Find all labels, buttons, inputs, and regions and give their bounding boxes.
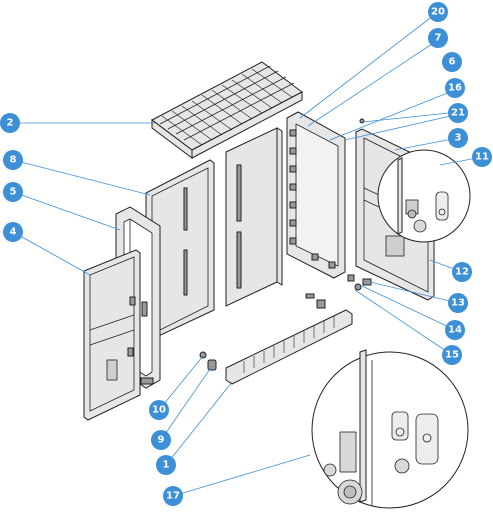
callout-badge <box>428 28 448 48</box>
callout-number: 14 <box>448 325 462 336</box>
callout-2: 2 <box>0 113 20 133</box>
callout-badge <box>149 400 169 420</box>
side-panel <box>145 159 215 341</box>
callout-number: 11 <box>475 152 489 163</box>
roof-panel <box>151 61 303 159</box>
callout-badge <box>442 345 462 365</box>
callout-21: 21 <box>448 103 468 123</box>
callout-13: 13 <box>448 293 468 313</box>
callout-number: 15 <box>445 350 459 361</box>
callout-badge <box>448 103 468 123</box>
callout-12: 12 <box>452 262 472 282</box>
callout-badge <box>3 150 23 170</box>
callout-number: 1 <box>163 460 170 471</box>
callout-4: 4 <box>3 222 23 242</box>
callout-badge <box>445 78 465 98</box>
callout-number: 8 <box>10 155 17 166</box>
callout-9: 9 <box>151 430 171 450</box>
callout-badge <box>3 182 23 202</box>
callout-17: 17 <box>163 486 183 506</box>
callout-number: 13 <box>451 298 465 309</box>
callout-6: 6 <box>442 52 462 72</box>
callout-number: 6 <box>449 57 456 68</box>
callout-number: 17 <box>166 491 180 502</box>
callout-1: 1 <box>156 455 176 475</box>
cabinet-body <box>286 111 346 279</box>
lock-detail-large <box>311 349 469 509</box>
callout-3: 3 <box>448 128 468 148</box>
callout-badge <box>448 128 468 148</box>
callout-badge <box>151 430 171 450</box>
callout-number: 16 <box>448 83 462 94</box>
callout-16: 16 <box>445 78 465 98</box>
callout-number: 2 <box>7 118 14 129</box>
callout-number: 12 <box>455 267 469 278</box>
callout-badge <box>445 320 465 340</box>
callout-number: 7 <box>435 33 442 44</box>
callout-number: 10 <box>152 405 166 416</box>
callout-badge <box>0 113 20 133</box>
callout-number: 3 <box>455 133 462 144</box>
callout-15: 15 <box>442 345 462 365</box>
bottom-rail <box>225 309 353 385</box>
callout-8: 8 <box>3 150 23 170</box>
callout-7: 7 <box>428 28 448 48</box>
callout-badge <box>442 52 462 72</box>
left-door <box>83 249 141 421</box>
callout-badge <box>452 262 472 282</box>
callout-11: 11 <box>472 147 492 167</box>
inner-panel-center <box>225 127 283 307</box>
callout-badge <box>448 293 468 313</box>
callout-20: 20 <box>428 2 448 22</box>
callout-number: 21 <box>451 108 465 119</box>
callout-10: 10 <box>149 400 169 420</box>
callout-badge <box>472 147 492 167</box>
leader-lines <box>10 11 483 497</box>
callout-badge <box>428 2 448 22</box>
callout-badge <box>163 486 183 506</box>
callout-number: 9 <box>158 435 165 446</box>
callout-14: 14 <box>445 320 465 340</box>
callout-number: 4 <box>10 227 17 238</box>
hardware-screw <box>199 118 372 371</box>
lock-detail-small <box>377 149 471 243</box>
callout-badge <box>156 455 176 475</box>
callout-badge <box>3 222 23 242</box>
callout-number: 20 <box>431 7 445 18</box>
callout-number: 5 <box>10 187 17 198</box>
callout-5: 5 <box>3 182 23 202</box>
